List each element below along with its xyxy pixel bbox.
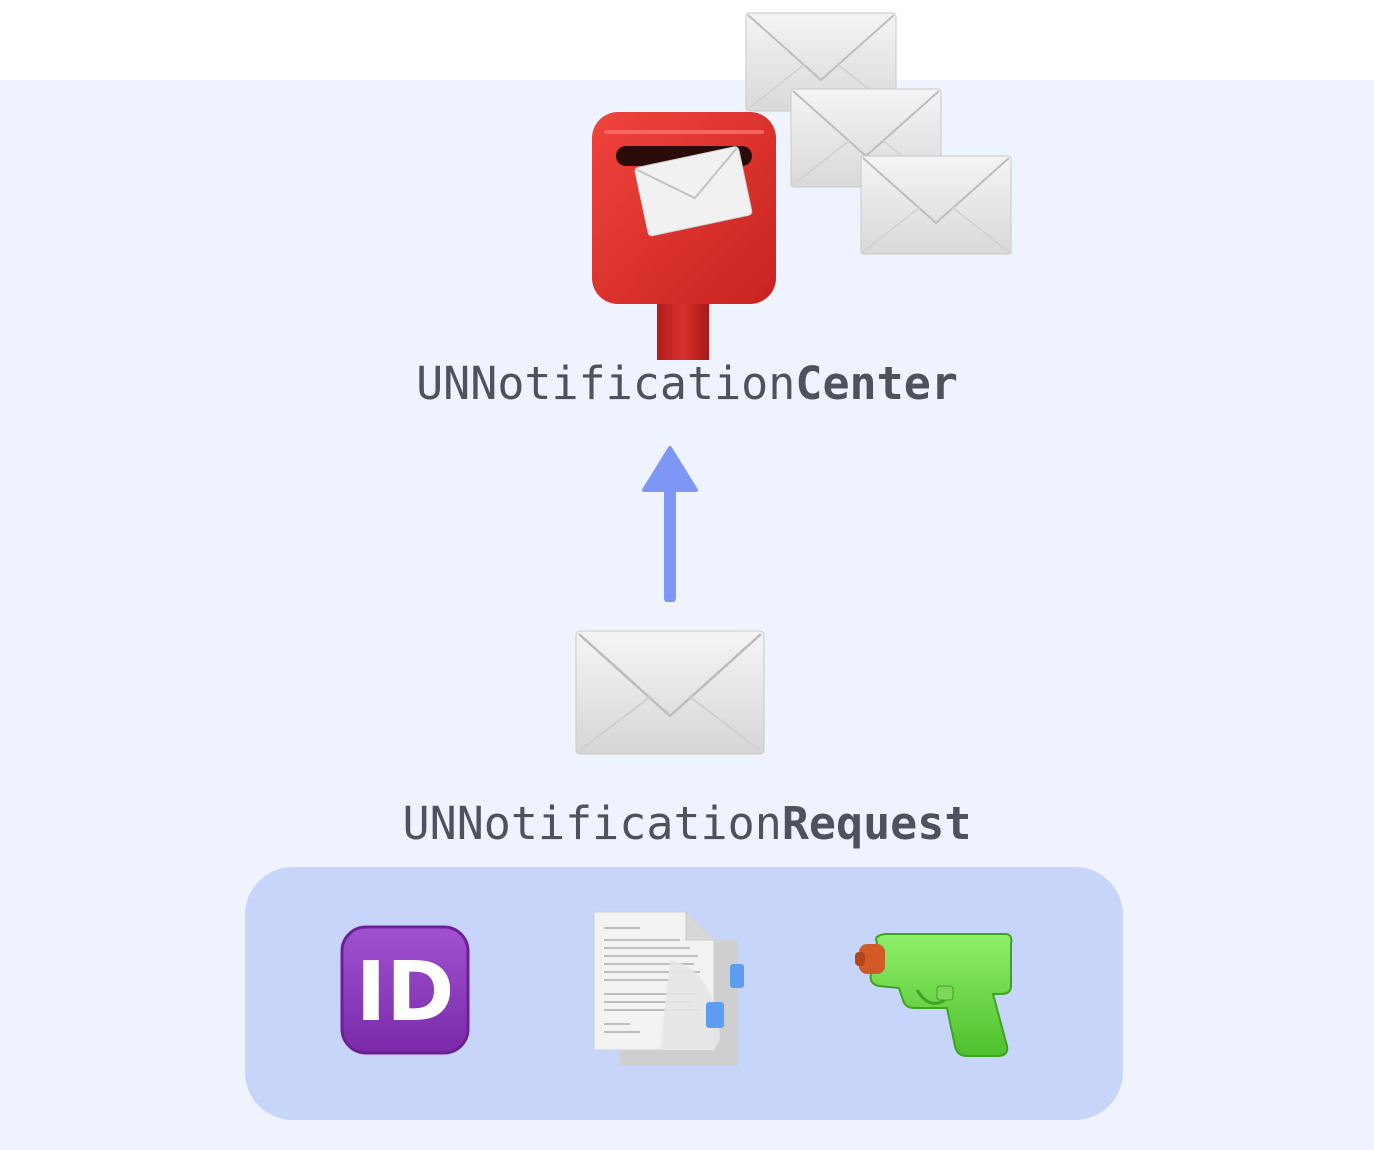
water-pistol-icon: [855, 933, 1013, 1057]
id-icon: ID: [340, 925, 470, 1055]
request-label-emphasis: Request: [781, 797, 972, 850]
center-label-prefix: UNNotification: [416, 357, 796, 410]
envelope-icon: [575, 630, 765, 755]
notification-center-label: UNNotificationCenter: [0, 361, 1374, 406]
envelope-icon: [860, 155, 1012, 255]
request-label-prefix: UNNotification: [402, 797, 782, 850]
document-icon: [593, 911, 744, 1066]
envelope-icon: [745, 12, 897, 112]
up-arrow-icon: [642, 446, 698, 602]
center-label-emphasis: Center: [795, 357, 958, 410]
postbox-icon: [592, 112, 776, 360]
notification-request-label: UNNotificationRequest: [0, 801, 1374, 846]
id-badge-text: ID: [356, 945, 455, 1040]
